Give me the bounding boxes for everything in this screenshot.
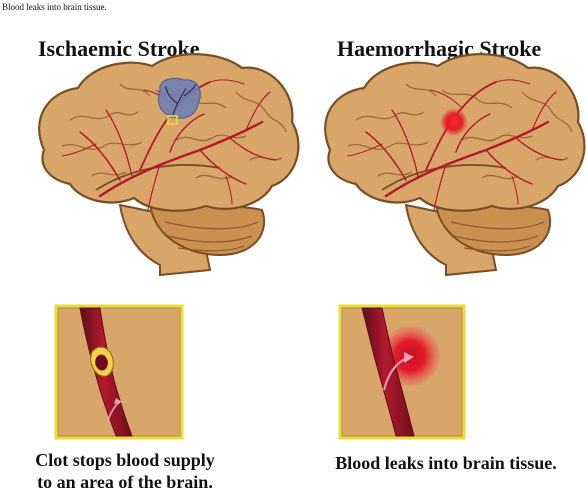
- haemorrhagic-brain-illustration: [325, 54, 584, 275]
- ischaemic-description-line2: to an area of the brain.: [6, 471, 244, 493]
- clot-inset: [56, 306, 182, 438]
- haemorrhagic-description: Blood leaks into brain tissue.: [306, 452, 586, 474]
- bleed-inset: [340, 306, 464, 438]
- ischaemic-area: [159, 78, 201, 118]
- ischaemic-brain-illustration: [39, 54, 298, 275]
- bleed-spot: [440, 108, 468, 136]
- ischaemic-description: Clot stops blood supply to an area of th…: [6, 449, 244, 493]
- ischaemic-description-line1: Clot stops blood supply: [6, 449, 244, 471]
